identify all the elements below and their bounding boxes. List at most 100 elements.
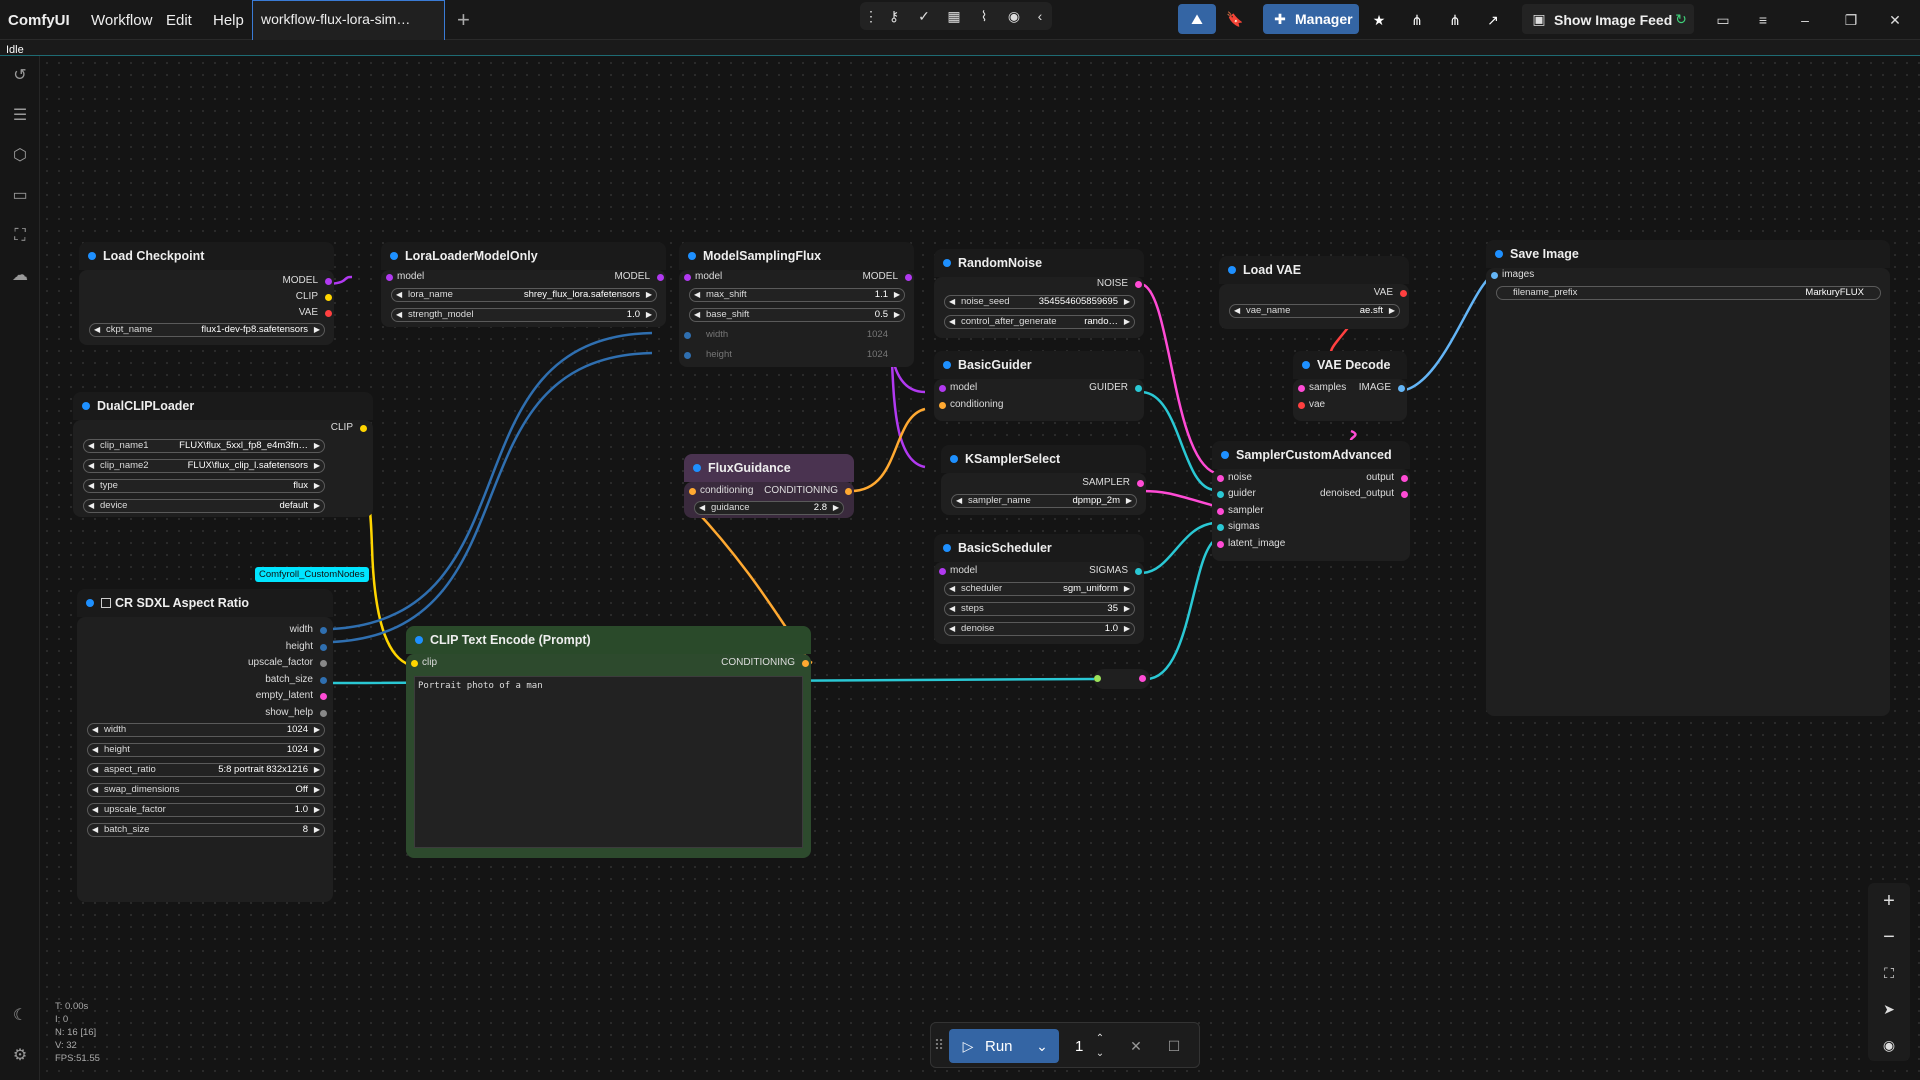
node-library-icon[interactable]: ⛶ [14, 227, 26, 244]
node-title[interactable]: KSamplerSelect [941, 445, 1146, 473]
node-basic-guider[interactable]: BasicGuider model conditioning GUIDER [934, 351, 1144, 421]
select-mode-icon[interactable]: ➤ [1883, 1000, 1895, 1017]
drag-handle-icon[interactable]: ⠿ [933, 1036, 945, 1053]
workflow-tab[interactable]: workflow-flux-lora-sim… [252, 0, 445, 40]
graph-canvas[interactable]: Load Checkpoint MODEL CLIP VAE ◀ckpt_nam… [41, 57, 1920, 1080]
more-vertical-icon[interactable]: ⋮ [864, 7, 878, 24]
node-flux-guidance[interactable]: FluxGuidance conditioning CONDITIONING ◀… [684, 454, 854, 518]
output-dot[interactable] [1135, 281, 1142, 288]
run-button[interactable]: ▷ Run ⌄ [949, 1029, 1059, 1063]
comfy-hub-icon[interactable]: ⋔ [1411, 11, 1423, 28]
theme-moon-icon[interactable]: ☾ [12, 1007, 28, 1024]
output-dot[interactable] [802, 660, 809, 667]
folder-icon[interactable]: ▭ [12, 187, 28, 204]
zoom-out-icon[interactable]: − [1883, 925, 1895, 948]
cancel-x-icon[interactable]: ✕ [1130, 1037, 1142, 1054]
output-dot[interactable] [1400, 290, 1407, 297]
zoom-in-icon[interactable]: + [1883, 889, 1895, 912]
node-title[interactable]: BasicGuider [934, 351, 1144, 379]
menu-help[interactable]: Help [213, 11, 244, 29]
comfy-logo-button[interactable]: ⛰ [1178, 4, 1216, 34]
node-vae-decode[interactable]: VAE Decode samples vae IMAGE [1293, 351, 1407, 421]
input-dot[interactable] [1217, 524, 1224, 531]
close-icon[interactable]: ✕ [1889, 11, 1901, 28]
output-dot[interactable] [360, 425, 367, 432]
reroute-node[interactable] [1094, 669, 1150, 689]
input-dot[interactable] [386, 274, 393, 281]
node-title[interactable]: SamplerCustomAdvanced [1212, 441, 1410, 469]
minimize-icon[interactable]: – [1801, 12, 1809, 28]
output-dot[interactable] [1135, 385, 1142, 392]
node-title[interactable]: CLIP Text Encode (Prompt) [406, 626, 811, 654]
increment-icon[interactable]: ⌃ [1095, 1032, 1105, 1044]
settings-gear-icon[interactable]: ⚙ [12, 1047, 28, 1064]
cloud-upload-icon[interactable]: ☁ [12, 267, 28, 284]
node-title[interactable]: LoraLoaderModelOnly [381, 242, 666, 270]
output-dot[interactable] [905, 274, 912, 281]
input-dot[interactable] [1491, 272, 1498, 279]
output-dot[interactable] [320, 693, 327, 700]
node-title[interactable]: RandomNoise [934, 249, 1144, 277]
input-dot[interactable] [1217, 475, 1224, 482]
output-dot[interactable] [325, 310, 332, 317]
input-dot[interactable] [1298, 385, 1305, 392]
node-title[interactable]: VAE Decode [1293, 351, 1407, 379]
panel-toggle-icon[interactable]: ▭ [1716, 11, 1730, 28]
star-icon[interactable]: ★ [1372, 11, 1386, 28]
input-dot[interactable] [684, 274, 691, 281]
table-icon[interactable]: ▦ [947, 7, 961, 24]
input-dot[interactable] [684, 352, 691, 359]
input-dot[interactable] [939, 385, 946, 392]
node-title[interactable]: ModelSamplingFlux [679, 242, 914, 270]
model-library-icon[interactable]: ⬡ [13, 147, 27, 164]
hamburger-menu-icon[interactable]: ≡ [1758, 12, 1768, 28]
input-dot[interactable] [939, 402, 946, 409]
input-dot[interactable] [1217, 508, 1224, 515]
node-title[interactable]: BasicScheduler [934, 534, 1144, 562]
output-dot[interactable] [320, 660, 327, 667]
share-icon[interactable]: ↗ [1487, 11, 1499, 28]
bookmark-button[interactable]: 🔖 [1220, 4, 1250, 34]
output-dot[interactable] [845, 488, 852, 495]
menu-edit[interactable]: Edit [166, 11, 192, 29]
fit-view-icon[interactable]: ⛶ [1884, 964, 1894, 981]
node-title[interactable]: Save Image [1486, 240, 1890, 268]
output-dot[interactable] [320, 710, 327, 717]
node-title[interactable]: CR SDXL Aspect Ratio [77, 589, 333, 617]
reroute-input-dot[interactable] [1094, 675, 1101, 682]
output-dot[interactable] [320, 677, 327, 684]
github-icon[interactable]: ◉ [1007, 7, 1021, 24]
output-dot[interactable] [1401, 491, 1408, 498]
comfy-models-icon[interactable]: ⋔ [1449, 11, 1461, 28]
input-dot[interactable] [939, 568, 946, 575]
new-tab-icon[interactable]: + [457, 7, 470, 32]
key-icon[interactable]: ⚷ [888, 7, 900, 24]
output-dot[interactable] [1401, 475, 1408, 482]
output-dot[interactable] [1398, 385, 1405, 392]
prompt-textarea[interactable]: Portrait photo of a man [414, 676, 803, 848]
node-title[interactable]: Load VAE [1219, 256, 1409, 284]
check-circle-icon[interactable]: ✓ [918, 7, 930, 24]
chart-icon[interactable]: ⌇ [980, 7, 988, 24]
decrement-icon[interactable]: ⌄ [1095, 1047, 1105, 1059]
